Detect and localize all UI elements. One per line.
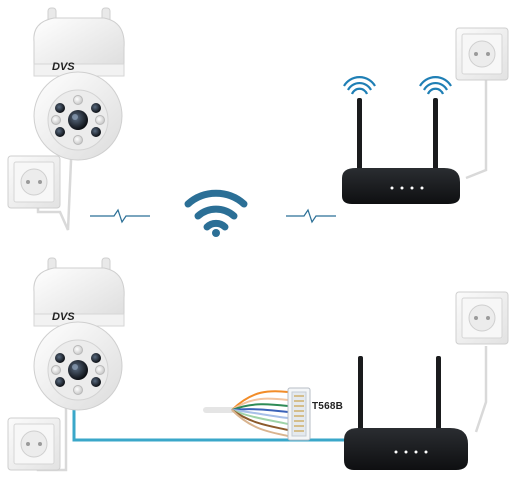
power-cable-router-top <box>465 78 488 180</box>
wall-socket-camera-top <box>7 155 61 209</box>
wall-socket-router-top <box>455 27 509 81</box>
power-cable-camera-top <box>36 137 74 231</box>
wireless-router-bottom <box>344 356 468 470</box>
wifi-icon <box>184 189 248 237</box>
wall-socket-camera-bottom <box>7 417 61 471</box>
router-antenna-signal-left <box>343 76 376 95</box>
power-cable-router-bottom <box>474 346 488 433</box>
signal-pulse-left <box>90 208 150 224</box>
rj45-connector <box>231 387 311 441</box>
wireless-router-top <box>342 98 460 204</box>
signal-pulse-right <box>286 208 336 224</box>
camera-brand-logo-bottom: DVS <box>52 311 75 323</box>
ip-camera-top <box>33 7 125 161</box>
wall-socket-router-bottom <box>455 291 509 345</box>
cable-standard-label: T568B <box>312 401 344 412</box>
camera-brand-logo-top: DVS <box>52 61 75 73</box>
router-antenna-signal-right <box>419 76 452 95</box>
ip-camera-bottom <box>33 257 125 411</box>
